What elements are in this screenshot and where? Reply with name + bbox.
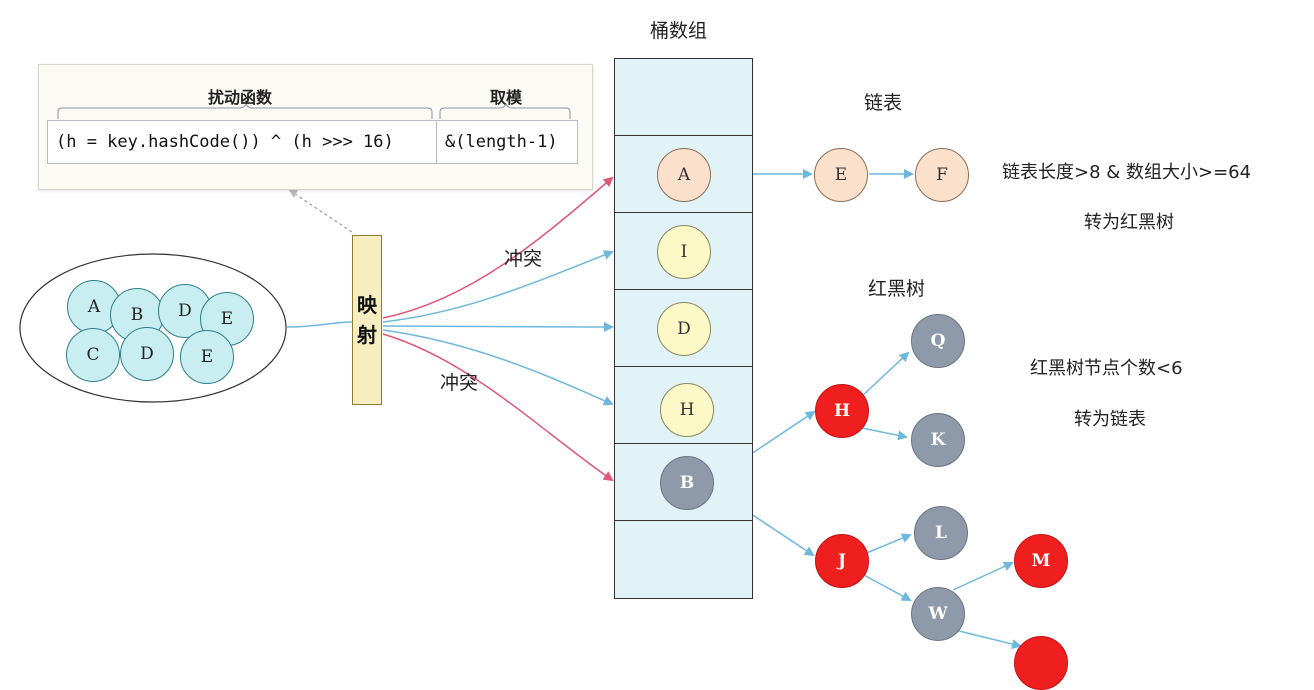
key-node: C xyxy=(66,328,120,382)
perturbation-label: 扰动函数 xyxy=(208,88,273,107)
bucket-divider xyxy=(614,366,753,367)
bucket-divider xyxy=(614,289,753,290)
untreeify-rule-line1: 红黑树节点个数<6 xyxy=(1030,358,1183,379)
tree-arrow-h-q xyxy=(859,351,910,399)
tree-node-q: Q xyxy=(911,314,965,368)
tree-arrow-w-next xyxy=(954,629,1022,649)
treeify-rule-line1: 链表长度>8 & 数组大小>=64 xyxy=(1002,162,1252,183)
bucket-divider xyxy=(614,520,753,521)
red-black-tree-title: 红黑树 xyxy=(868,278,926,300)
bucket-array-title: 桶数组 xyxy=(650,20,708,42)
untreeify-rule-line2: 转为链表 xyxy=(1074,409,1146,430)
map-arrow-bucket-d xyxy=(382,321,614,332)
bucket-node-a: A xyxy=(657,148,711,202)
bucket-node-i: I xyxy=(657,225,711,279)
list-node-e: E xyxy=(814,148,868,202)
keyset-to-mapper-arrow xyxy=(286,321,353,328)
tree-node-k: K xyxy=(911,413,965,467)
map-arrow-bucket-h xyxy=(382,329,614,406)
linked-list-title: 链表 xyxy=(864,92,903,114)
tree-arrow-w-m xyxy=(952,561,1014,591)
formula-link-head xyxy=(289,190,298,198)
treeify-rule-line2: 转为红黑树 xyxy=(1084,212,1174,233)
tree-arrow-h-k xyxy=(861,427,908,441)
tree-arrow-j-l xyxy=(863,533,912,555)
tree-node-j: J xyxy=(815,534,869,588)
key-node: E xyxy=(180,330,234,384)
map-arrow-bucket-a xyxy=(382,176,614,319)
mapping-char-1: 映 xyxy=(357,293,377,317)
list-node-f: F xyxy=(915,148,969,202)
formula-link-dotted xyxy=(291,191,353,233)
bucket-divider xyxy=(614,212,753,213)
map-arrow-bucket-b xyxy=(382,333,614,482)
bucket-divider xyxy=(614,135,753,136)
formula-braces xyxy=(57,102,571,119)
tree-arrow-j-w xyxy=(861,573,912,601)
bucket-divider xyxy=(614,443,753,444)
modulo-label: 取模 xyxy=(490,88,523,107)
mapping-block: 映 射 xyxy=(352,235,382,405)
tree-node-partial xyxy=(1014,636,1068,690)
bucket-node-b: B xyxy=(660,456,714,510)
key-node: D xyxy=(120,327,174,381)
mapping-char-2: 射 xyxy=(357,323,377,347)
tree-node-h: H xyxy=(815,384,869,438)
collision-label-top: 冲突 xyxy=(504,248,543,270)
bucket-node-h: H xyxy=(660,383,714,437)
tree-node-l: L xyxy=(914,506,968,560)
collision-label-bottom: 冲突 xyxy=(440,372,479,394)
hash-expression: (h = key.hashCode()) ^ (h >>> 16) xyxy=(47,120,437,164)
mod-expression: &(length-1) xyxy=(436,120,578,164)
tree-node-w: W xyxy=(911,587,965,641)
map-arrow-bucket-i xyxy=(382,250,614,323)
bucket-node-d: D xyxy=(657,302,711,356)
tree-node-m: M xyxy=(1014,534,1068,588)
